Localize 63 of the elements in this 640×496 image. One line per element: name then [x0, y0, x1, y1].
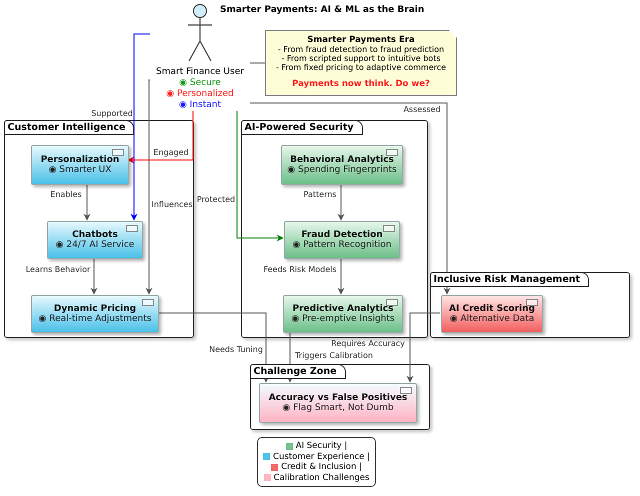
component-detail: ◉ Real-time Adjustments — [38, 314, 152, 324]
package-frame — [4, 120, 194, 338]
edge-label: Assessed — [403, 105, 441, 115]
component-box — [283, 295, 403, 333]
component-title: Personalization — [40, 155, 120, 165]
arrow — [127, 110, 194, 164]
legend-label: Calibration Challenges — [274, 472, 370, 483]
component-title: Chatbots — [72, 230, 118, 240]
component-detail: ◉ Spending Fingerprints — [287, 165, 397, 175]
actor-trait: ◉ Instant — [178, 100, 222, 111]
actor-trait: ◉ Personalized — [166, 89, 234, 100]
component-detail: ◉ Pattern Recognition — [292, 240, 392, 250]
package-title: Inclusive Risk Management — [430, 272, 590, 286]
edge-label: Protected — [196, 195, 236, 205]
edge-label: Patterns — [304, 190, 336, 200]
package-frame — [241, 120, 428, 338]
component-detail: ◉ Pre-emptive Insights — [291, 314, 395, 324]
arrow — [250, 102, 450, 295]
component-box — [47, 221, 143, 259]
component-box — [284, 221, 400, 259]
edge-label: Needs Tuning — [209, 345, 263, 355]
arrow — [130, 34, 150, 221]
component-title: AI Credit Scoring — [449, 304, 535, 314]
arrow — [338, 184, 344, 221]
actor-trait: ◉ Secure — [179, 78, 221, 89]
package-frame — [430, 272, 630, 338]
package-title: AI-Powered Security — [240, 120, 363, 134]
legend-label: AI Security | — [296, 441, 348, 452]
component-detail: ◉ Flag Smart, Not Dumb — [282, 403, 394, 413]
package-title: Challenge Zone — [250, 364, 346, 378]
component-box — [31, 295, 159, 333]
arrow — [90, 258, 98, 295]
edge-label: Learns Behavior — [26, 265, 90, 275]
component-title: Dynamic Pricing — [54, 304, 136, 314]
arrow — [236, 110, 284, 242]
component-title: Accuracy vs False Positives — [268, 393, 408, 403]
component-title: Predictive Analytics — [292, 304, 394, 314]
arrow — [146, 80, 152, 295]
edge-label: Influences — [151, 200, 193, 210]
legend-label: Customer Experience | — [273, 452, 370, 462]
note-box: Smarter Payments Era - From fraud detection to fraud prediction - From scripted support to intuitive bots - From fixed pricing to adaptive commerce Payments now think. Do we? — [265, 30, 457, 96]
component-box — [441, 295, 543, 333]
component-detail: ◉ Alternative Data — [450, 314, 534, 324]
legend-label: Credit & Inclusion | — [281, 462, 362, 472]
component-title: Behavioral Analytics — [290, 155, 394, 165]
package-frame — [250, 364, 430, 430]
component-box — [259, 383, 417, 423]
edge-label: Supported — [91, 109, 133, 119]
edge-label: Feeds Risk Models — [263, 265, 337, 275]
arrow — [158, 312, 270, 383]
component-title: Fraud Detection — [301, 230, 383, 240]
edge-label: Triggers Calibration — [295, 351, 373, 361]
component-box — [281, 145, 403, 185]
component-detail: ◉ 24/7 AI Service — [56, 240, 134, 250]
arrow — [406, 312, 440, 383]
edge-label: Requires Accuracy — [331, 339, 405, 349]
edge-label: Engaged — [153, 148, 189, 158]
package-title: Customer Intelligence — [4, 120, 134, 134]
component-detail: ◉ Smarter UX — [48, 165, 112, 175]
edge-label: Enables — [50, 190, 82, 200]
component-box — [31, 145, 129, 185]
arrow — [84, 184, 90, 221]
arrow — [338, 258, 344, 295]
